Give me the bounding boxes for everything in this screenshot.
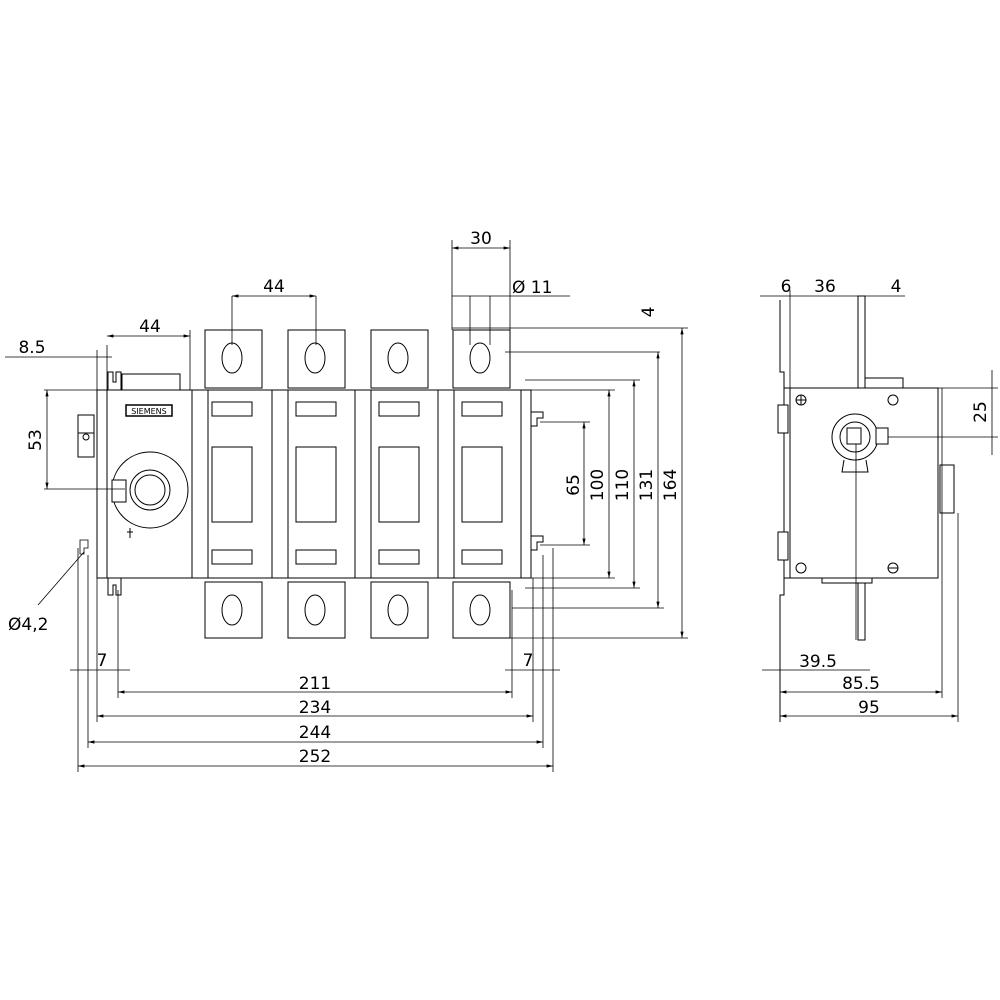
- dimension-label: 164: [661, 469, 681, 501]
- front-view: SIEMENS: [77, 329, 544, 639]
- side-dimensions: 6 36 4 25 39.5 85.5 95: [760, 277, 998, 718]
- brand-label: SIEMENS: [131, 407, 167, 416]
- dimension-label: 7: [97, 651, 108, 671]
- dimension-label: 8.5: [18, 338, 45, 358]
- siemens-logo: [125, 404, 173, 417]
- dimension-label: 44: [139, 317, 161, 337]
- dimension-label: 44: [263, 277, 285, 297]
- dimension-label: 211: [299, 674, 331, 694]
- dimension-label: 7: [523, 651, 534, 671]
- side-view: [777, 295, 959, 722]
- dimension-label: 30: [470, 229, 492, 249]
- side-knob: [939, 464, 955, 514]
- dimension-label: 110: [613, 469, 633, 501]
- position-indicator: [77, 414, 95, 458]
- dimension-label: 4: [639, 307, 659, 318]
- dimension-label: 234: [299, 698, 331, 718]
- dimension-label: 85.5: [842, 674, 880, 694]
- pole-modules: [191, 389, 544, 579]
- dimension-label: 39.5: [799, 652, 837, 672]
- dimension-label: 36: [814, 277, 836, 297]
- dimension-label: 65: [564, 474, 584, 496]
- dimension-label: Ø 11: [512, 278, 552, 298]
- dimension-label: 252: [299, 747, 331, 767]
- mounting-plate-left: [96, 389, 108, 579]
- dimension-label: 131: [637, 469, 657, 501]
- dimension-label: 95: [858, 698, 880, 718]
- dimension-label: 100: [588, 469, 608, 501]
- dimension-label: 4: [891, 277, 902, 297]
- side-body: [789, 387, 939, 579]
- dimension-label: 6: [781, 277, 792, 297]
- dimension-label: 53: [26, 429, 46, 451]
- dimension-label: 244: [299, 723, 331, 743]
- terminals: [204, 329, 511, 639]
- dimension-label: 25: [971, 401, 991, 423]
- dimension-label: Ø4,2: [8, 615, 48, 635]
- front-dimensions: 30 Ø 11 44 4 44 8.5 53 Ø4,2 65 100 110 1…: [5, 229, 688, 772]
